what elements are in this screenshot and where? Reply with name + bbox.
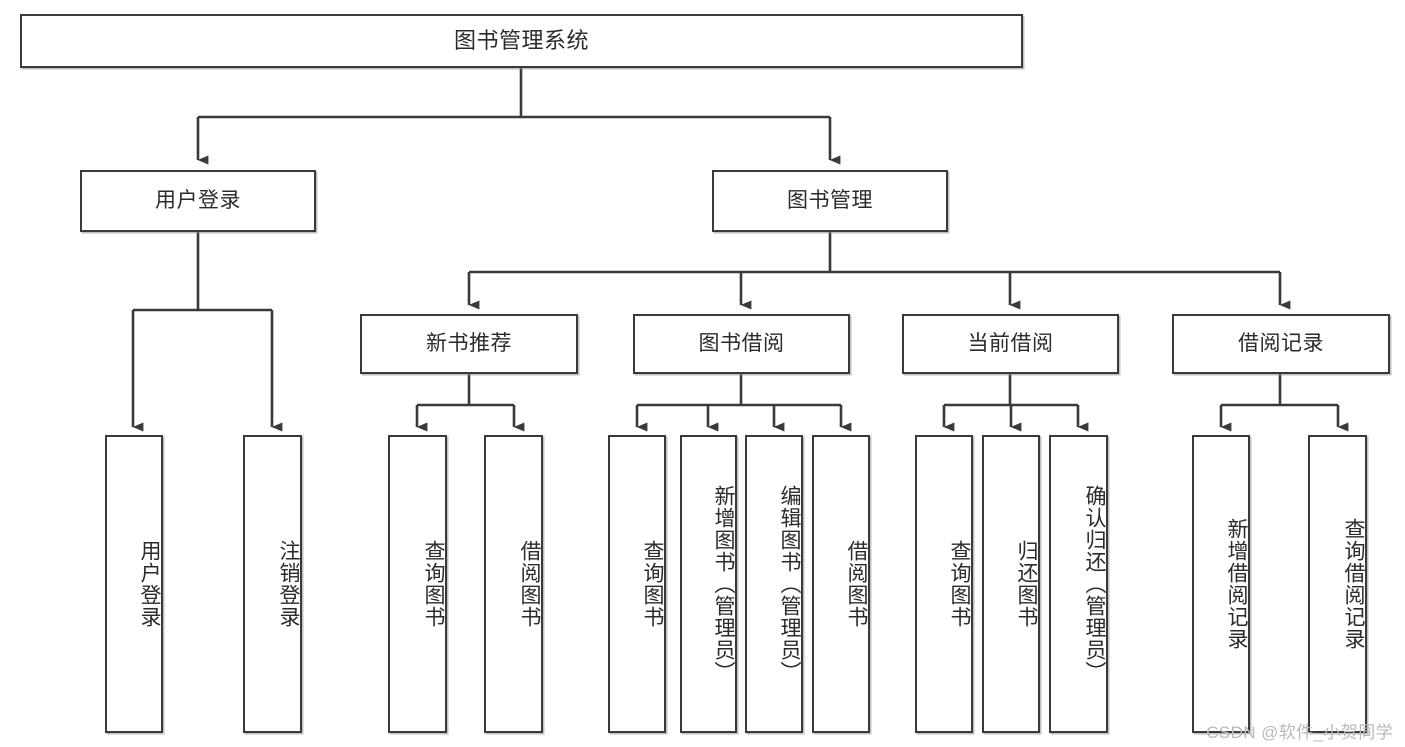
node-label: 借阅图书 <box>518 540 541 628</box>
leaf-borrow-book-recommend[interactable]: 借阅图书 <box>484 435 543 733</box>
leaf-confirm-return-admin[interactable]: 确认归还（管理员） <box>1049 435 1108 733</box>
node-label: 查询图书 <box>422 540 445 628</box>
node-book-management[interactable]: 图书管理 <box>712 170 948 232</box>
node-new-book-recommend[interactable]: 新书推荐 <box>360 314 578 374</box>
node-root-book-management-system[interactable]: 图书管理系统 <box>20 14 1023 68</box>
leaf-query-book-current[interactable]: 查询图书 <box>915 435 973 733</box>
leaf-edit-book-admin[interactable]: 编辑图书（管理员） <box>745 435 803 733</box>
csdn-watermark: CSDN @软件_小贺同学 <box>1206 723 1393 742</box>
leaf-add-book-admin[interactable]: 新增图书（管理员） <box>680 435 737 733</box>
node-label: 归还图书 <box>1015 540 1038 628</box>
leaf-borrow-book[interactable]: 借阅图书 <box>812 435 870 733</box>
node-label: 图书管理 <box>787 188 873 212</box>
node-label: 借阅图书 <box>845 540 868 628</box>
node-label: 新增图书（管理员） <box>712 485 735 683</box>
node-label: 注销登录 <box>277 540 300 628</box>
leaf-query-borrow-record[interactable]: 查询借阅记录 <box>1308 435 1367 733</box>
leaf-query-book-borrow[interactable]: 查询图书 <box>608 435 666 733</box>
node-label: 用户登录 <box>155 188 241 212</box>
node-label: 图书借阅 <box>698 331 785 355</box>
node-current-borrow[interactable]: 当前借阅 <box>902 314 1119 374</box>
node-label: 新增借阅记录 <box>1225 518 1248 650</box>
leaf-logout-login[interactable]: 注销登录 <box>243 435 302 733</box>
node-label: 查询图书 <box>948 540 971 628</box>
leaf-query-book-recommend[interactable]: 查询图书 <box>388 435 447 733</box>
node-borrow-record[interactable]: 借阅记录 <box>1172 314 1390 374</box>
node-book-borrow[interactable]: 图书借阅 <box>633 314 850 374</box>
leaf-add-borrow-record[interactable]: 新增借阅记录 <box>1192 435 1250 733</box>
node-label: 图书管理系统 <box>453 28 589 54</box>
leaf-return-book[interactable]: 归还图书 <box>982 435 1040 733</box>
node-label: 查询图书 <box>641 540 664 628</box>
node-label: 查询借阅记录 <box>1342 518 1365 650</box>
node-label: 当前借阅 <box>967 331 1054 355</box>
node-user-login[interactable]: 用户登录 <box>80 170 316 232</box>
node-label: 用户登录 <box>138 540 161 628</box>
node-label: 编辑图书（管理员） <box>778 485 801 683</box>
node-label: 借阅记录 <box>1238 331 1324 355</box>
node-label: 新书推荐 <box>426 331 512 355</box>
leaf-user-login[interactable]: 用户登录 <box>105 435 163 733</box>
node-label: 确认归还（管理员） <box>1083 485 1106 683</box>
